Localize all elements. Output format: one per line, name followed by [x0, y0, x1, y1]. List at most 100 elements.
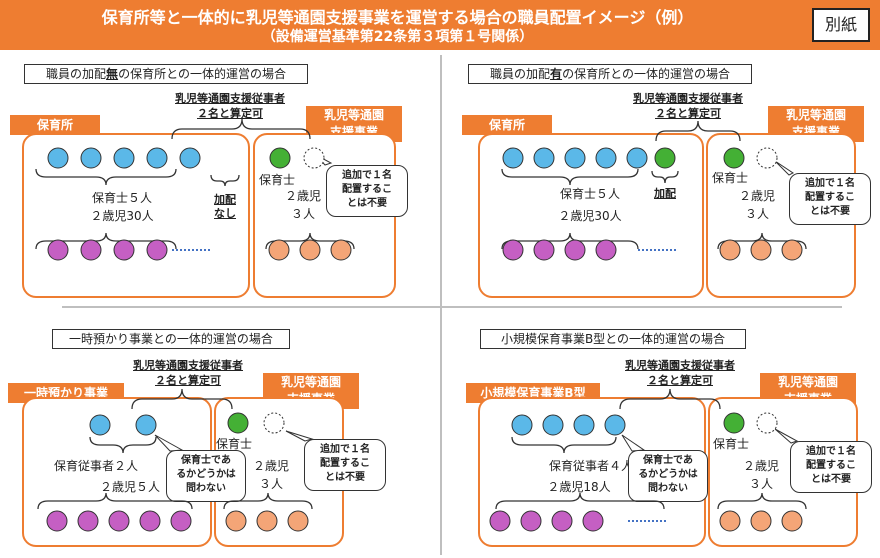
program-child-circle [225, 510, 247, 532]
qualification-note-bubble: 保育士であるかどうかは問わない [628, 450, 708, 502]
staff-circle [146, 147, 168, 169]
not-required-staff-circle [756, 147, 778, 169]
no-additional-staff-bubble: 追加で１名配置することは不要 [789, 173, 871, 225]
extra-staff-note: 加配 [654, 187, 676, 200]
diagram-marks [37, 388, 314, 532]
child-circle [139, 510, 161, 532]
group-brace [619, 388, 721, 410]
case-label: 一時預かり事業との一体的運営の場合 [52, 329, 290, 349]
child-circle [551, 510, 573, 532]
children-brace [35, 232, 177, 250]
extra-staff-brace [651, 170, 679, 184]
child-circle [595, 239, 617, 261]
staff-circle [604, 414, 626, 436]
no-extra-staff-note: 加配なし [214, 193, 236, 220]
staff-brace [89, 436, 157, 454]
annex-badge: 別紙 [812, 8, 870, 42]
child-circle [520, 510, 542, 532]
staff-circle [511, 414, 533, 436]
note-pointer [154, 434, 184, 452]
case-label: 小規模保育事業B型との一体的運営の場合 [480, 329, 746, 349]
extra-staff-circle [654, 147, 676, 169]
nursery-teacher-label: 保育士 [713, 437, 750, 451]
nursery-teacher-label: 保育士 [712, 171, 749, 185]
staff-circle [533, 147, 555, 169]
child-circle [146, 239, 168, 261]
daycare-children-count: ２歳児30人 [90, 209, 154, 223]
case-label-keyword: 有 [550, 67, 563, 81]
vertical-divider [440, 55, 442, 555]
figure-title: 保育所等と一体的に乳児等通園支援事業を運営する場合の職員配置イメージ（例） [101, 8, 694, 27]
no-additional-staff-bubble: 追加で１名配置することは不要 [326, 165, 408, 217]
child-circle [80, 239, 102, 261]
bubble-pointer [774, 160, 794, 176]
horizontal-divider [62, 306, 842, 308]
staff-circle [502, 147, 524, 169]
program-children-brace [717, 232, 807, 250]
staff-circle [573, 414, 595, 436]
no-additional-staff-bubble: 追加で１名配置することは不要 [304, 439, 386, 491]
child-circle [108, 510, 130, 532]
note-pointer [621, 434, 646, 452]
child-circle [77, 510, 99, 532]
child-circle [47, 239, 69, 261]
temporary-children-count: ２歳児５人 [99, 480, 160, 494]
child-circle [113, 239, 135, 261]
program-children-brace [717, 492, 807, 510]
children-brace [495, 492, 665, 510]
daycare-children-count: ２歳児30人 [558, 209, 622, 223]
program-child-circle [781, 239, 803, 261]
staff-brace [35, 168, 177, 186]
daycare-tag: 保育所 [462, 115, 552, 135]
not-required-staff-circle [756, 412, 778, 434]
staff-circle [113, 147, 135, 169]
program-child-circle [750, 239, 772, 261]
nursery-teacher-circle [269, 147, 291, 169]
child-circle [489, 510, 511, 532]
program-child-circle [781, 510, 803, 532]
diagram-marks [501, 120, 807, 261]
case-label: 職員の加配有の保育所との一体的運営の場合 [468, 64, 752, 84]
nursery-teacher-label: 保育士 [216, 437, 253, 451]
extra-staff-brace [210, 174, 240, 187]
diagram-marks [489, 388, 807, 532]
no-additional-staff-bubble: 追加で１名配置することは不要 [790, 441, 872, 493]
program-children-brace [223, 492, 313, 510]
program-child-circle [719, 510, 741, 532]
daycare-tag: 保育所 [10, 115, 100, 135]
group-brace [171, 118, 311, 140]
staff-circle [135, 414, 157, 436]
bubble-pointer [774, 428, 799, 444]
not-required-staff-circle [263, 412, 285, 434]
care-staff-count: 保育従事者４人 [548, 459, 633, 473]
child-circle [564, 239, 586, 261]
staff-circle [595, 147, 617, 169]
child-circle [170, 510, 192, 532]
qualification-note-bubble: 保育士であるかどうかは問わない [166, 450, 246, 502]
group-brace [131, 388, 233, 410]
figure-subtitle: （設備運営基準第22条第３項第１号関係） [261, 29, 534, 45]
nursery-teacher-circle [723, 412, 745, 434]
program-child-circle [330, 239, 352, 261]
staff-circle [564, 147, 586, 169]
bubble-pointer [285, 430, 314, 442]
nursery-teacher-label: 保育士 [259, 173, 296, 187]
children-brace [37, 492, 193, 510]
diagram-marks [35, 118, 355, 261]
program-child-circle [268, 239, 290, 261]
staff-circle [47, 147, 69, 169]
program-child-circle [299, 239, 321, 261]
case-label-keyword: 無 [106, 67, 119, 81]
